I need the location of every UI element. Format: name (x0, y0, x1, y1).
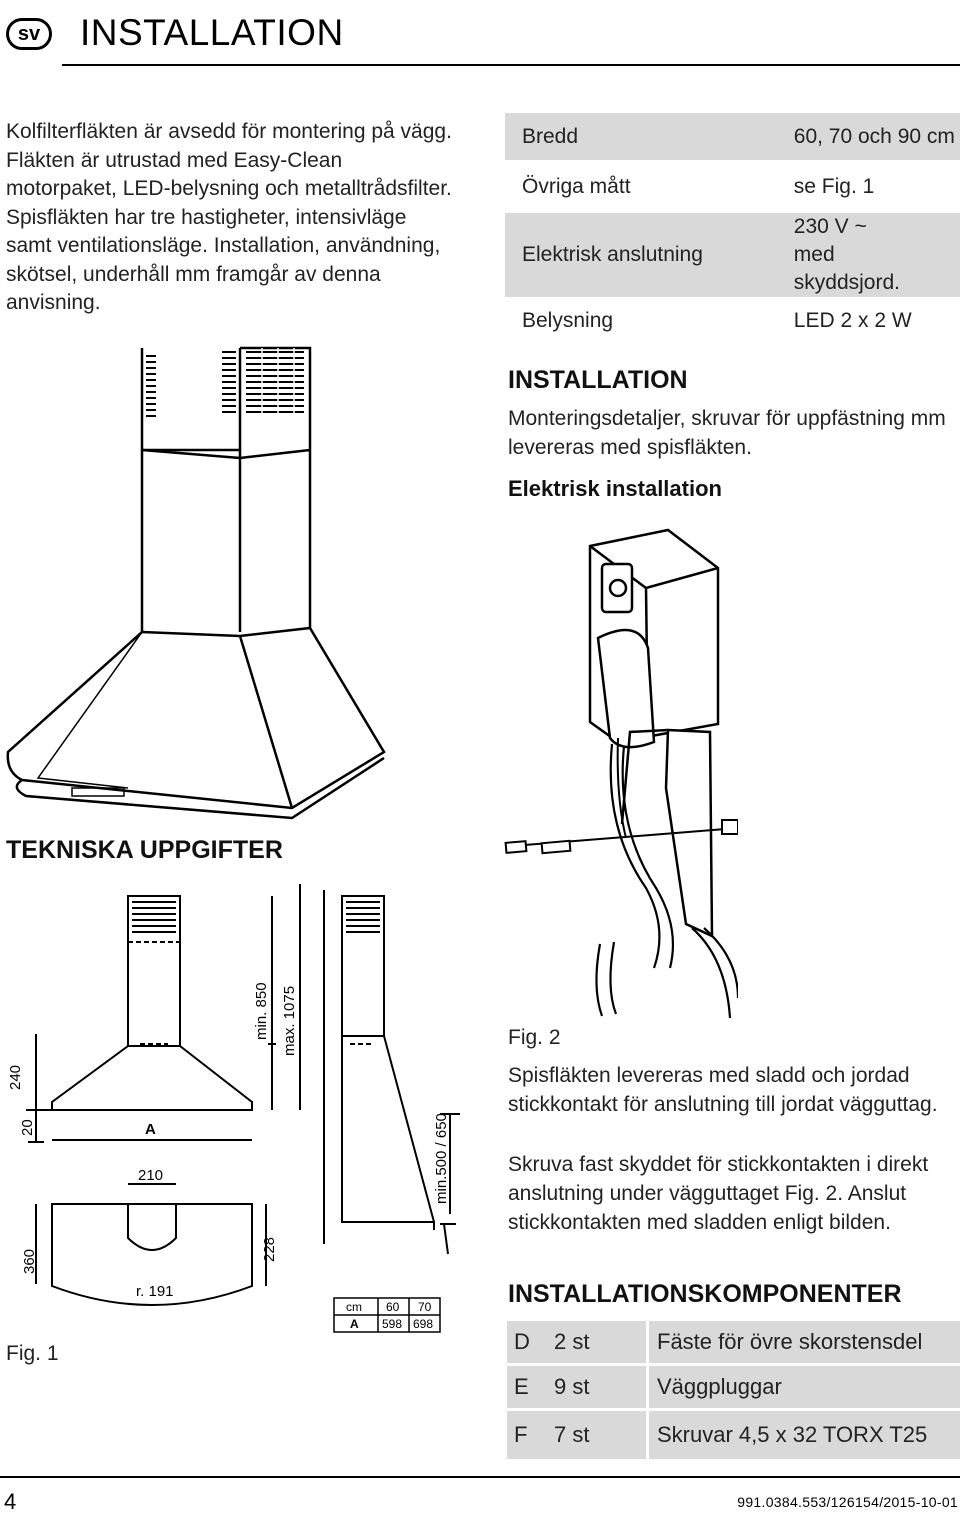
component-desc: Väggpluggar (646, 1363, 960, 1410)
fig2-paragraph-2: Skruva fast skyddet för stickkontakten i… (508, 1153, 929, 1234)
technical-heading: TEKNISKA UPPGIFTER (6, 836, 283, 864)
dim-min500: min.500 / 650 (433, 1113, 450, 1204)
dim-r191: r. 191 (136, 1283, 174, 1300)
fig1-label: Fig. 1 (6, 1342, 59, 1365)
page-title: INSTALLATION (80, 12, 344, 53)
component-row: E 9 st Väggpluggar (507, 1363, 960, 1410)
component-qty: 2 st (554, 1318, 648, 1365)
size-table-A: A (350, 1317, 359, 1331)
spec-row: Bredd 60, 70 och 90 cm (505, 113, 960, 160)
spec-value: se Fig. 1 (776, 160, 960, 213)
spec-value: 230 V ~ med skyddsjord. (776, 213, 960, 297)
spec-label: Belysning (505, 297, 777, 344)
document-reference: 991.0384.553/126154/2015-10-01 (737, 1494, 958, 1510)
component-qty: 7 st (554, 1408, 648, 1459)
dim-A: A (145, 1121, 156, 1138)
fig2-paragraph-1: Spisfläkten levereras med sladd och jord… (508, 1064, 938, 1116)
component-key: D (507, 1318, 554, 1365)
hood-illustration (6, 346, 386, 820)
language-code: sv (17, 22, 41, 45)
spec-label: Övriga mått (505, 160, 777, 213)
size-table-cm: cm (346, 1300, 362, 1314)
spec-table: Bredd 60, 70 och 90 cm Övriga mått se Fi… (505, 113, 960, 344)
component-row: F 7 st Skruvar 4,5 x 32 TORX T25 (507, 1408, 960, 1459)
dimension-drawing: min. 850 max. 1075 240 20 A 210 228 360 … (7, 884, 460, 1333)
dim-min850: min. 850 (253, 982, 270, 1040)
dim-240: 240 (7, 1065, 24, 1090)
component-row: D 2 st Fäste för övre skorstensdel (507, 1318, 960, 1365)
dim-20: 20 (19, 1119, 36, 1136)
installation-heading: INSTALLATION (508, 366, 688, 394)
intro-paragraph: Kolfilterfläkten är avsedd för montering… (6, 120, 452, 314)
spec-label: Elektrisk anslutning (505, 213, 777, 297)
spec-label: Bredd (505, 113, 777, 160)
component-key: F (507, 1408, 554, 1459)
socket-illustration (504, 528, 738, 1018)
installation-text: Monteringsdetaljer, skruvar för uppfästn… (508, 407, 946, 459)
components-table: D 2 st Fäste för övre skorstensdel E 9 s… (507, 1318, 960, 1459)
component-desc: Skruvar 4,5 x 32 TORX T25 (646, 1408, 960, 1459)
header-divider (62, 64, 960, 66)
component-qty: 9 st (554, 1363, 648, 1410)
dim-210: 210 (138, 1167, 163, 1184)
size-table-698: 698 (413, 1317, 433, 1331)
component-desc: Fäste för övre skorstensdel (646, 1318, 960, 1365)
dim-360: 360 (21, 1249, 38, 1274)
language-badge: sv (6, 18, 52, 50)
size-table-70: 70 (418, 1300, 432, 1314)
spec-row: Elektrisk anslutning 230 V ~ med skyddsj… (505, 213, 960, 297)
dim-max1075: max. 1075 (281, 986, 298, 1056)
components-heading: INSTALLATIONSKOMPONENTER (508, 1280, 902, 1308)
electrical-heading: Elektrisk installation (508, 476, 722, 501)
spec-row: Belysning LED 2 x 2 W (505, 297, 960, 344)
spec-value: 60, 70 och 90 cm (776, 113, 960, 160)
fig2-label: Fig. 2 (508, 1026, 561, 1049)
dim-228: 228 (261, 1237, 278, 1262)
page-number: 4 (4, 1489, 17, 1514)
footer-divider (0, 1476, 960, 1478)
size-table-60: 60 (386, 1300, 400, 1314)
spec-row: Övriga mått se Fig. 1 (505, 160, 960, 213)
component-key: E (507, 1363, 554, 1410)
size-table-598: 598 (382, 1317, 402, 1331)
spec-value: LED 2 x 2 W (776, 297, 960, 344)
